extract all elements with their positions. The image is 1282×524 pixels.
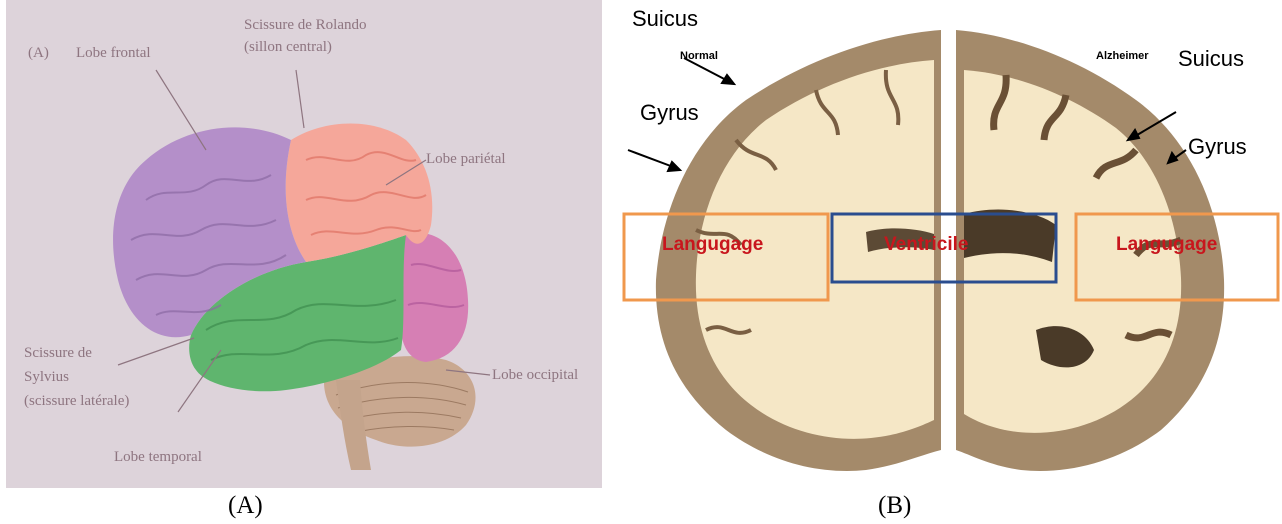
panel-a-tag: (A) <box>28 44 49 63</box>
label-sylvius-line3: (scissure latérale) <box>24 392 129 411</box>
label-sulcus-left: Suicus <box>632 6 698 32</box>
label-gyrus-right: Gyrus <box>1188 134 1247 160</box>
caption-a: (A) <box>228 492 263 520</box>
label-lobe-occipital: Lobe occipital <box>492 366 578 385</box>
heading-alzheimer: Alzheimer <box>1096 50 1149 62</box>
panel-a-brain-lobes: (A) Lobe frontal Scissure de Rolando (si… <box>6 0 602 488</box>
box-label-language-right: Langugage <box>1116 234 1217 256</box>
heading-normal: Normal <box>680 50 718 62</box>
midline-gap <box>942 150 948 488</box>
label-sulcus-right: Suicus <box>1178 46 1244 72</box>
caption-b: (B) <box>878 492 911 520</box>
occipital-lobe <box>400 233 468 362</box>
label-lobe-frontal: Lobe frontal <box>76 44 151 63</box>
panel-a-illustration <box>6 0 602 488</box>
label-rolando-line2: (sillon central) <box>244 38 332 57</box>
label-rolando-line1: Scissure de Rolando <box>244 16 366 35</box>
box-label-language-left: Langugage <box>662 234 763 256</box>
box-label-ventricle: Ventricile <box>884 234 969 256</box>
label-gyrus-left: Gyrus <box>640 100 699 126</box>
label-sylvius-line1: Scissure de <box>24 344 92 363</box>
panel-b-coronal-comparison: Suicus Normal Gyrus Alzheimer Suicus Gyr… <box>616 0 1282 488</box>
label-lobe-parietal: Lobe pariétal <box>426 150 506 169</box>
label-sylvius-line2: Sylvius <box>24 368 69 387</box>
label-lobe-temporal: Lobe temporal <box>114 448 202 467</box>
